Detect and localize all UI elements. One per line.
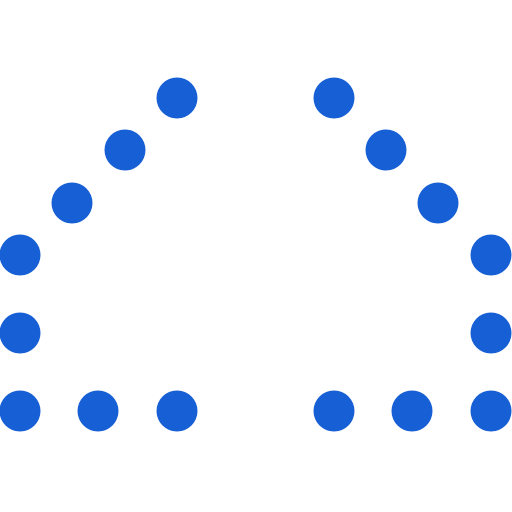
outline-dot	[104, 129, 146, 171]
outline-dot	[313, 390, 355, 432]
outline-dot	[470, 234, 512, 276]
outline-dot	[156, 390, 198, 432]
outline-dot	[0, 312, 41, 354]
outline-dot	[156, 77, 198, 119]
outline-dot	[51, 182, 93, 224]
outline-dot	[470, 390, 512, 432]
outline-dot	[391, 390, 433, 432]
outline-dot	[365, 129, 407, 171]
outline-dot	[313, 77, 355, 119]
outline-dot	[470, 312, 512, 354]
outline-dot	[77, 390, 119, 432]
outline-dot	[0, 390, 41, 432]
outline-dot	[0, 234, 41, 276]
outline-dot	[417, 182, 459, 224]
